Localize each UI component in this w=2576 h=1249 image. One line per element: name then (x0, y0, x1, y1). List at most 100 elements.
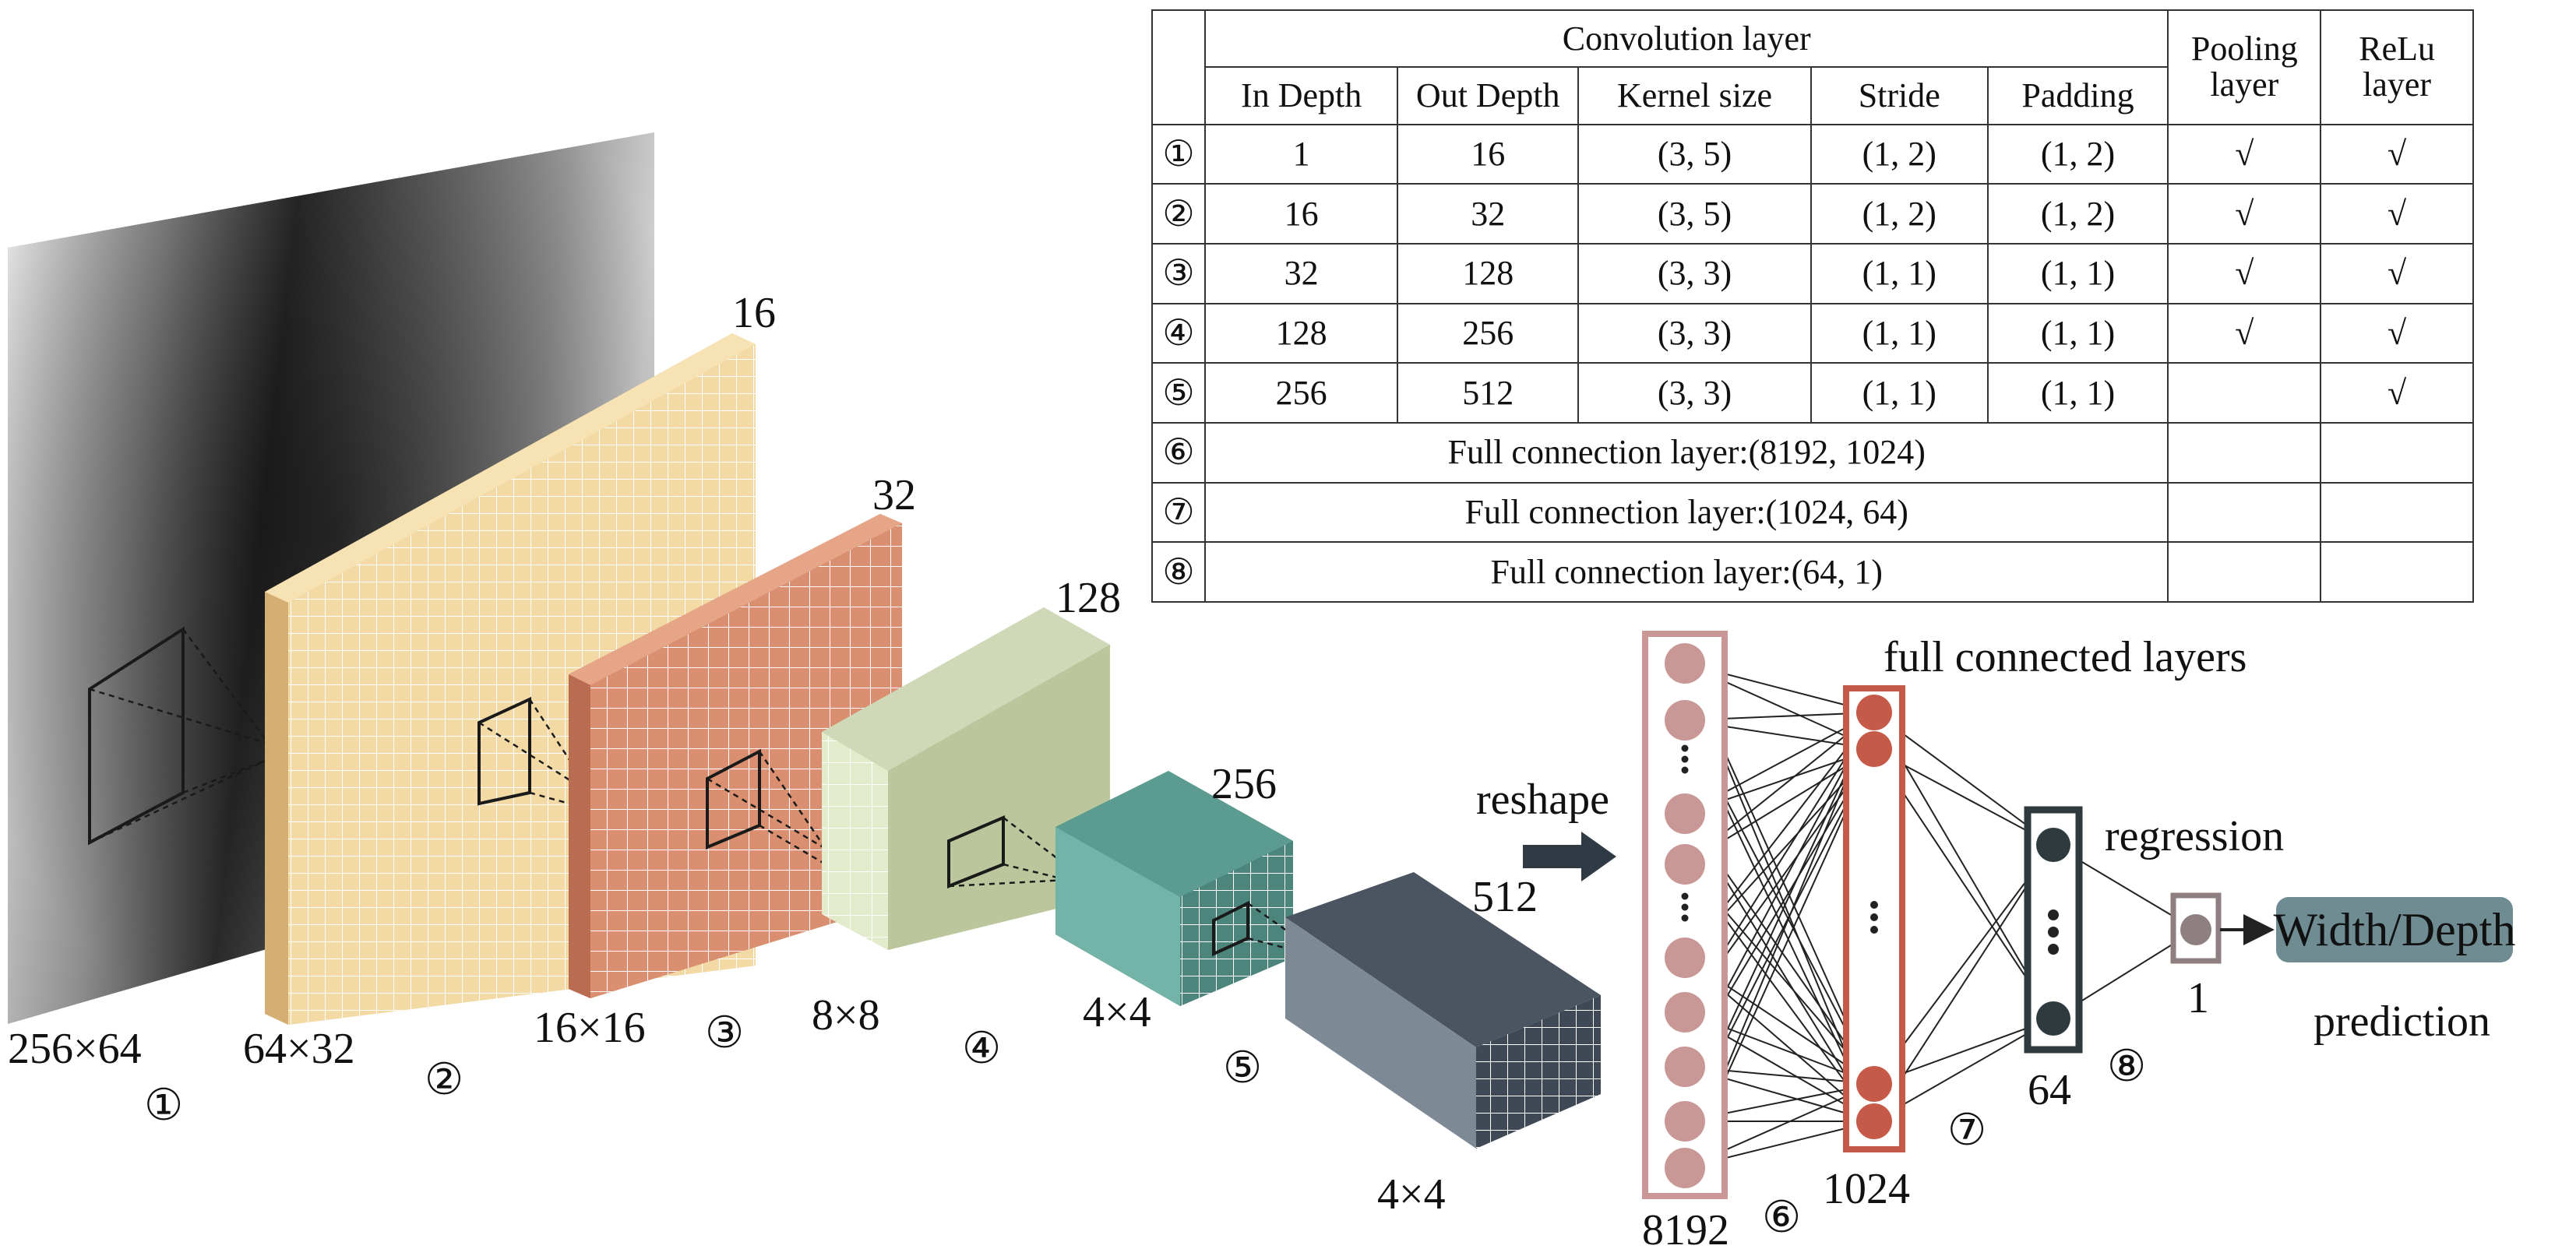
fc-labels: full connected layers regression 8192 ⑥ … (1642, 633, 2490, 1249)
row-index: ⑧ (1151, 541, 1206, 603)
layer-3-size-label: 16×16 (534, 1004, 646, 1052)
cell-pooling: √ (2167, 183, 2322, 245)
layer-5-index-label: ⑤ (1223, 1044, 1262, 1092)
cell-pooling: √ (2167, 302, 2322, 364)
layer-512-depth-label: 512 (1472, 873, 1538, 921)
input-index-label: ① (144, 1082, 183, 1130)
cell-relu: √ (2320, 243, 2474, 304)
fc-1024-node (1856, 1103, 1892, 1139)
cell-stride: (1, 2) (1810, 183, 1989, 245)
cell-kernel: (3, 3) (1577, 302, 1812, 364)
cell-relu (2320, 541, 2474, 603)
ellipsis-dot (1681, 892, 1689, 900)
ellipsis-dot (1681, 914, 1689, 922)
prediction-box (2276, 897, 2513, 962)
fc-8192-node (1665, 1101, 1705, 1142)
conv-group-header: Convolution layer (1203, 9, 2169, 69)
cell-fc-description: Full connection layer:(1024, 64) (1203, 481, 2169, 544)
col-header-kernel-size: Kernel size (1577, 66, 1812, 125)
row-index: ① (1151, 123, 1206, 185)
regression-label: regression (2105, 812, 2284, 860)
fc-8192-count-label: 8192 (1642, 1206, 1729, 1249)
ellipsis-dot (2048, 944, 2059, 955)
table-row: ⑥ Full connection layer:(8192, 1024) (1151, 422, 2474, 484)
layer-512-block (1285, 872, 1601, 1149)
row-index: ⑥ (1151, 422, 1206, 484)
fc-64-index-label: ⑧ (2107, 1043, 2146, 1091)
cell-in-depth: 32 (1203, 243, 1399, 304)
layer-4-depth-label: 128 (1055, 574, 1121, 622)
fc-8192-index-label: ⑥ (1762, 1194, 1801, 1242)
cell-in-depth: 16 (1203, 183, 1399, 245)
col-header-padding: Padding (1986, 66, 2169, 125)
ellipsis-dot (1870, 901, 1878, 909)
layer-5-block (1055, 771, 1293, 1006)
ellipsis-dot (1681, 766, 1689, 774)
parameter-table-grid: Convolution layer Pooling layer ReLu lay… (1151, 9, 2474, 603)
cell-padding: (1, 1) (1986, 302, 2169, 364)
cell-stride: (1, 2) (1810, 123, 1989, 185)
cell-out-depth: 32 (1397, 183, 1580, 245)
layer-labels: 16 32 128 256 512 256×64 ① 64×32 ② 16×16… (8, 289, 1538, 1219)
fc-8192-node (1665, 844, 1705, 885)
table-subheader-row: In Depth Out Depth Kernel size Stride Pa… (1152, 66, 2473, 125)
layer-3-index-label: ③ (705, 1009, 744, 1057)
fc-8192-node (1665, 1047, 1705, 1087)
layer-2-size-label: 64×32 (243, 1025, 355, 1073)
cell-pooling (2167, 362, 2322, 424)
cell-padding: (1, 1) (1986, 243, 2169, 304)
cell-relu: √ (2320, 123, 2474, 185)
cell-kernel: (3, 5) (1577, 183, 1812, 245)
relu-header-line2: layer (2363, 65, 2432, 104)
input-receptive-field (88, 626, 270, 846)
fc-64-node (2036, 1001, 2070, 1036)
input-size-label: 256×64 (8, 1025, 142, 1073)
col-header-stride: Stride (1810, 66, 1989, 125)
layer-512-size-label: 4×4 (1377, 1170, 1446, 1219)
row-index: ⑦ (1151, 481, 1206, 544)
table-header-row: Convolution layer Pooling layer ReLu lay… (1151, 9, 2474, 125)
ellipsis-dot (1870, 926, 1878, 934)
cell-padding: (1, 1) (1986, 362, 2169, 424)
cell-in-depth: 1 (1203, 123, 1399, 185)
cell-pooling: √ (2167, 243, 2322, 304)
relu-header-line1: ReLu (2359, 30, 2435, 69)
cell-kernel: (3, 3) (1577, 243, 1812, 304)
cell-fc-description: Full connection layer:(64, 1) (1203, 541, 2169, 603)
cell-in-depth: 128 (1203, 302, 1399, 364)
fc-8192-node (1665, 700, 1705, 741)
col-header-out-depth: Out Depth (1397, 66, 1580, 125)
table-row: ⑦ Full connection layer:(1024, 64) (1151, 481, 2474, 544)
cell-stride: (1, 1) (1810, 302, 1989, 364)
fc-1024-index-label: ⑦ (1947, 1107, 1986, 1155)
cell-relu: √ (2320, 362, 2474, 424)
row-index: ② (1151, 183, 1206, 245)
ellipsis-dot (2048, 927, 2059, 938)
cell-relu (2320, 422, 2474, 484)
cell-out-depth: 128 (1397, 243, 1580, 304)
cell-pooling (2167, 541, 2322, 603)
cell-in-depth: 256 (1203, 362, 1399, 424)
pooling-header-line1: Pooling (2190, 30, 2298, 69)
cell-fc-description: Full connection layer:(8192, 1024) (1203, 422, 2169, 484)
cell-out-depth: 16 (1397, 123, 1580, 185)
prediction-box-label: Width/Depth (2274, 904, 2516, 955)
table-row: ① 1 16 (3, 5) (1, 2) (1, 2) √ √ (1151, 123, 2474, 185)
fc-8192-node (1665, 1148, 1705, 1188)
output-count-label: 1 (2187, 974, 2209, 1022)
table-corner-cell (1151, 9, 1206, 125)
layer-4-index-label: ④ (962, 1025, 1001, 1073)
row-index: ④ (1151, 302, 1206, 364)
fc-64-nodes (2036, 828, 2070, 1036)
cell-kernel: (3, 5) (1577, 123, 1812, 185)
pooling-header-line2: layer (2210, 65, 2279, 104)
row-index: ⑤ (1151, 362, 1206, 424)
layer-3-depth-label: 32 (872, 471, 916, 519)
row-index: ③ (1151, 243, 1206, 304)
cell-out-depth: 256 (1397, 302, 1580, 364)
cell-relu: √ (2320, 183, 2474, 245)
col-header-in-depth: In Depth (1203, 66, 1399, 125)
table-row: ② 16 32 (3, 5) (1, 2) (1, 2) √ √ (1151, 183, 2474, 245)
layer-2-index-label: ② (425, 1056, 463, 1104)
cell-pooling: √ (2167, 123, 2322, 185)
